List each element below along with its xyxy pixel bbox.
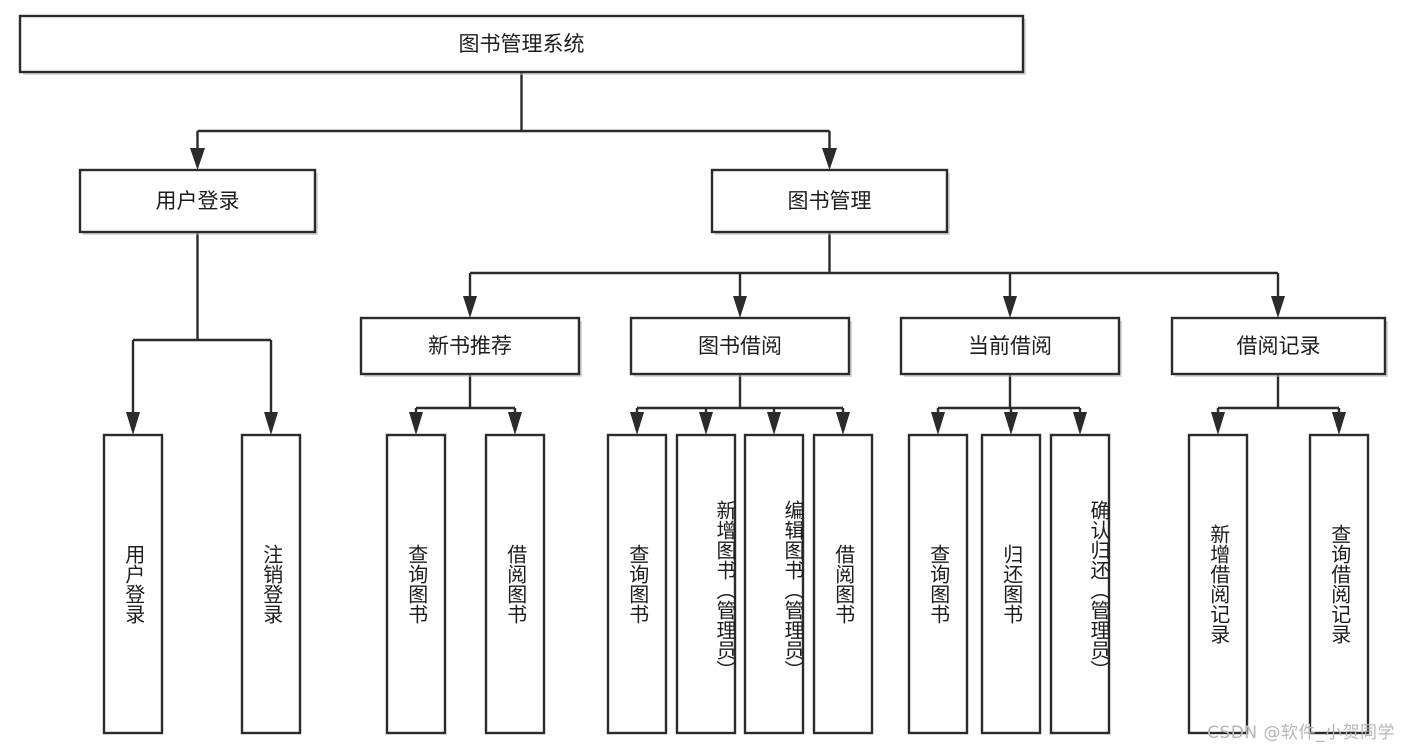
leaf-box-borrow-book[interactable] (812, 433, 874, 735)
leaf-box-confirm-return-admin[interactable] (1049, 433, 1111, 735)
arrow-user-login-to-leaf2 (264, 412, 278, 435)
new-book-recommend-label: 新书推荐 (428, 334, 512, 358)
arrow-current-to-leaf1 (931, 412, 945, 435)
arrow-current-to-leaf2 (1004, 412, 1018, 435)
current-borrow-box[interactable] (899, 316, 1121, 376)
arrow-book-mgmt-to-borrow (733, 296, 747, 318)
node-current-borrow[interactable]: 当前借阅 (899, 316, 1122, 377)
node-user-login[interactable]: 用户登录 (78, 168, 318, 235)
borrow-records-box[interactable] (1170, 316, 1387, 376)
csdn-watermark: CSDN @软件_小贺同学 (1207, 723, 1395, 743)
arrow-borrow-to-leaf2 (699, 412, 713, 435)
arrow-newbook-to-leaf1 (409, 412, 423, 435)
node-book-management[interactable]: 图书管理 (710, 168, 950, 235)
leaf-box-layer (102, 433, 1370, 735)
current-borrow-label: 当前借阅 (968, 334, 1052, 358)
leaf-box-add-borrow-record[interactable] (1187, 433, 1249, 735)
user-login-box[interactable] (78, 168, 317, 234)
leaf-box-borrow-book-newbook[interactable] (484, 433, 546, 735)
root-box[interactable] (18, 14, 1025, 74)
arrow-book-mgmt-to-records (1271, 296, 1285, 318)
leaf-box-query-book-current[interactable] (907, 433, 969, 735)
arrow-borrow-to-leaf4 (836, 412, 850, 435)
arrow-records-to-leaf2 (1332, 412, 1346, 435)
leaf-box-return-book[interactable] (980, 433, 1042, 735)
arrow-current-to-leaf3 (1073, 412, 1087, 435)
connector-layer (126, 72, 1346, 435)
leaf-box-query-book-borrow[interactable] (606, 433, 668, 735)
arrow-root-to-book-mgmt (822, 148, 837, 170)
node-borrow-records[interactable]: 借阅记录 (1170, 316, 1388, 377)
leaf-box-query-borrow-record[interactable] (1308, 433, 1370, 735)
arrow-book-mgmt-to-newbook (463, 296, 477, 318)
book-management-box[interactable] (710, 168, 949, 234)
book-management-label: 图书管理 (788, 189, 872, 213)
book-borrow-box[interactable] (629, 316, 851, 376)
node-root-system[interactable]: 图书管理系统 (18, 14, 1026, 75)
arrow-newbook-to-leaf2 (508, 412, 522, 435)
leaf-box-query-book-newbook[interactable] (385, 433, 447, 735)
leaf-box-edit-book-admin[interactable] (743, 433, 805, 735)
user-login-label: 用户登录 (156, 189, 240, 213)
leaf-box-user-login[interactable] (102, 433, 164, 735)
node-new-book-recommend[interactable]: 新书推荐 (359, 316, 582, 377)
leaf-box-logout[interactable] (240, 433, 302, 735)
new-book-recommend-box[interactable] (359, 316, 581, 376)
node-book-borrow[interactable]: 图书借阅 (629, 316, 852, 377)
arrow-user-login-to-leaf1 (126, 412, 140, 435)
arrow-book-mgmt-to-current (1003, 296, 1017, 318)
arrow-borrow-to-leaf3 (767, 412, 781, 435)
root-label: 图书管理系统 (459, 32, 585, 56)
leaf-box-add-book-admin[interactable] (675, 433, 737, 735)
arrow-root-to-user-login (190, 148, 205, 170)
book-borrow-label: 图书借阅 (698, 334, 782, 358)
arrow-borrow-to-leaf1 (630, 412, 644, 435)
arrow-records-to-leaf1 (1211, 412, 1225, 435)
borrow-records-label: 借阅记录 (1237, 334, 1321, 358)
